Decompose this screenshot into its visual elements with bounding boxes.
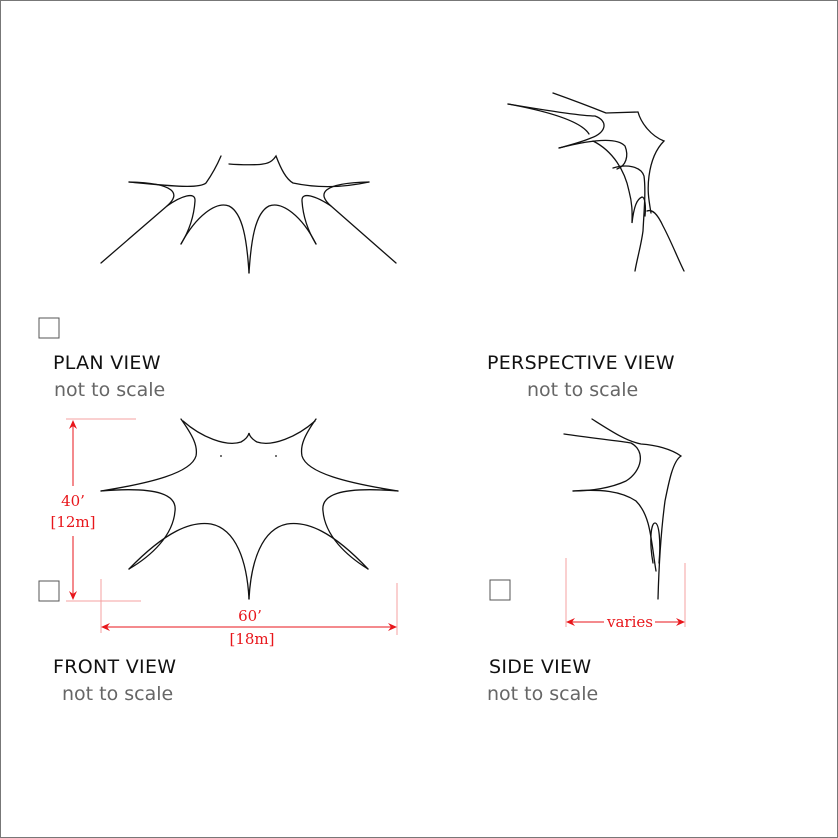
side-width-dimension: varies xyxy=(565,558,686,631)
side-view-subtitle: not to scale xyxy=(487,683,598,705)
side-view-drawing xyxy=(563,418,682,600)
plan-view-checkbox[interactable] xyxy=(38,317,60,339)
width-feet-label: 60’ xyxy=(238,607,262,625)
front-view-subtitle: not to scale xyxy=(62,683,173,705)
front-width-dimension: 60’ [18m] xyxy=(100,579,398,648)
front-view-title: FRONT VIEW xyxy=(53,656,176,678)
front-view-drawing xyxy=(100,418,399,600)
height-feet-label: 40’ xyxy=(61,492,85,510)
width-meters-label: [18m] xyxy=(229,630,274,648)
side-view-title: SIDE VIEW xyxy=(489,656,591,678)
side-view-checkbox[interactable] xyxy=(489,579,511,601)
plan-view-subtitle: not to scale xyxy=(54,379,165,401)
perspective-view-drawing xyxy=(507,92,685,272)
plan-view-title: PLAN VIEW xyxy=(53,352,161,374)
side-varies-label: varies xyxy=(606,613,653,631)
front-height-dimension: 40’ [12m] xyxy=(50,418,141,602)
perspective-view-title: PERSPECTIVE VIEW xyxy=(487,352,675,374)
perspective-view-subtitle: not to scale xyxy=(527,379,638,401)
height-meters-label: [12m] xyxy=(50,513,95,531)
front-view-checkbox[interactable] xyxy=(38,580,60,602)
plan-view-drawing xyxy=(100,154,397,274)
